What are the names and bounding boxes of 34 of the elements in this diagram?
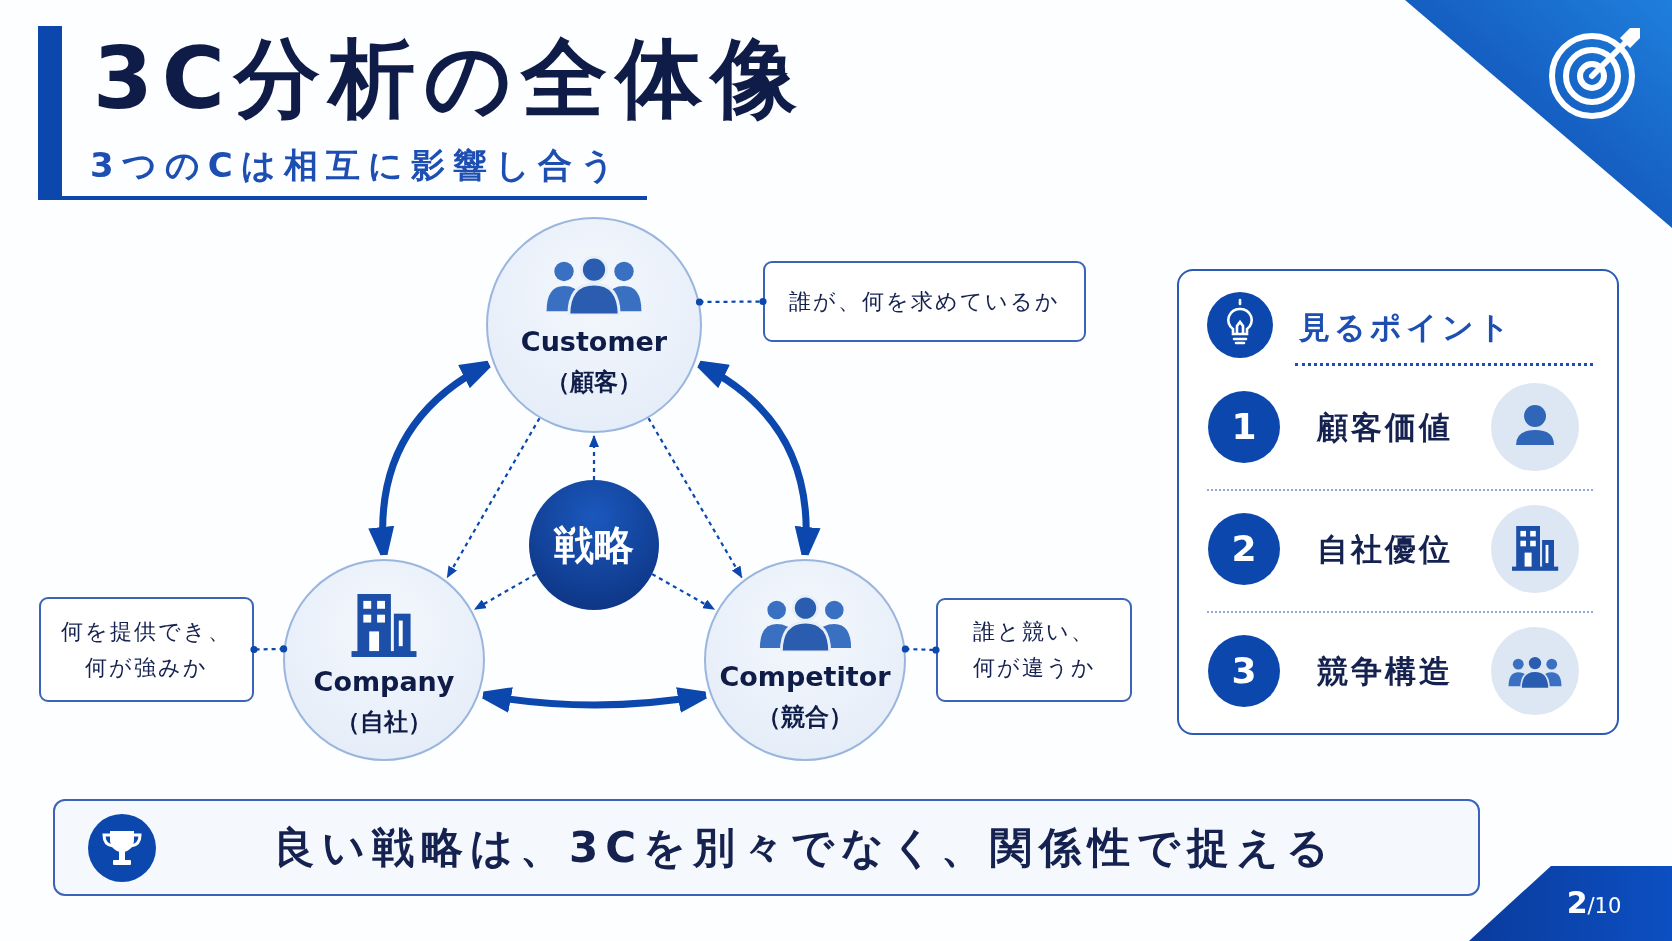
node-title: Company [313,665,455,699]
callout-box [763,261,1086,342]
point-label: 自社優位 [1317,530,1453,569]
number-circle: 2 [1208,513,1280,585]
number-circle: 1 [1208,391,1280,463]
point-label: 顧客価値 [1317,408,1453,447]
slide-title: 3C分析の全体像 [93,30,806,126]
callout-box [39,597,254,702]
banner-text: 良い戦略は、3Cを別々でなく、関係性で捉える [273,823,1337,873]
dashed-arrow [589,435,599,480]
leader-line [695,297,767,306]
leader-line [901,645,940,654]
node-subtitle: （競合） [757,702,853,732]
callout-text: 誰と競い、何が違うか [971,618,1097,682]
panel-heading: 見るポイント [1299,308,1514,347]
dashed-arrow [446,417,541,579]
number-circle: 3 [1208,635,1280,707]
callout-text: 誰が、何を求めているか [789,287,1060,316]
node-subtitle: （顧客） [546,367,642,397]
center-circle: 戦略 [529,480,659,610]
dashed-arrow [651,573,716,611]
node-title: Competitor [719,660,891,694]
node-subtitle: （自社） [336,707,432,737]
subtitle: 3つのCは相互に影響し合う [90,144,623,187]
dashed-arrow [473,573,537,611]
dashed-arrow [647,417,743,579]
point-label: 競争構造 [1317,652,1453,691]
callout-box [936,598,1132,702]
node-title: Customer [520,325,668,359]
leader-line [250,645,288,654]
points-panel [1177,269,1619,735]
page-number: 2/10 [1565,884,1623,922]
message-banner [53,799,1480,896]
callout-text: 何を提供でき、何が強みか [60,617,233,682]
